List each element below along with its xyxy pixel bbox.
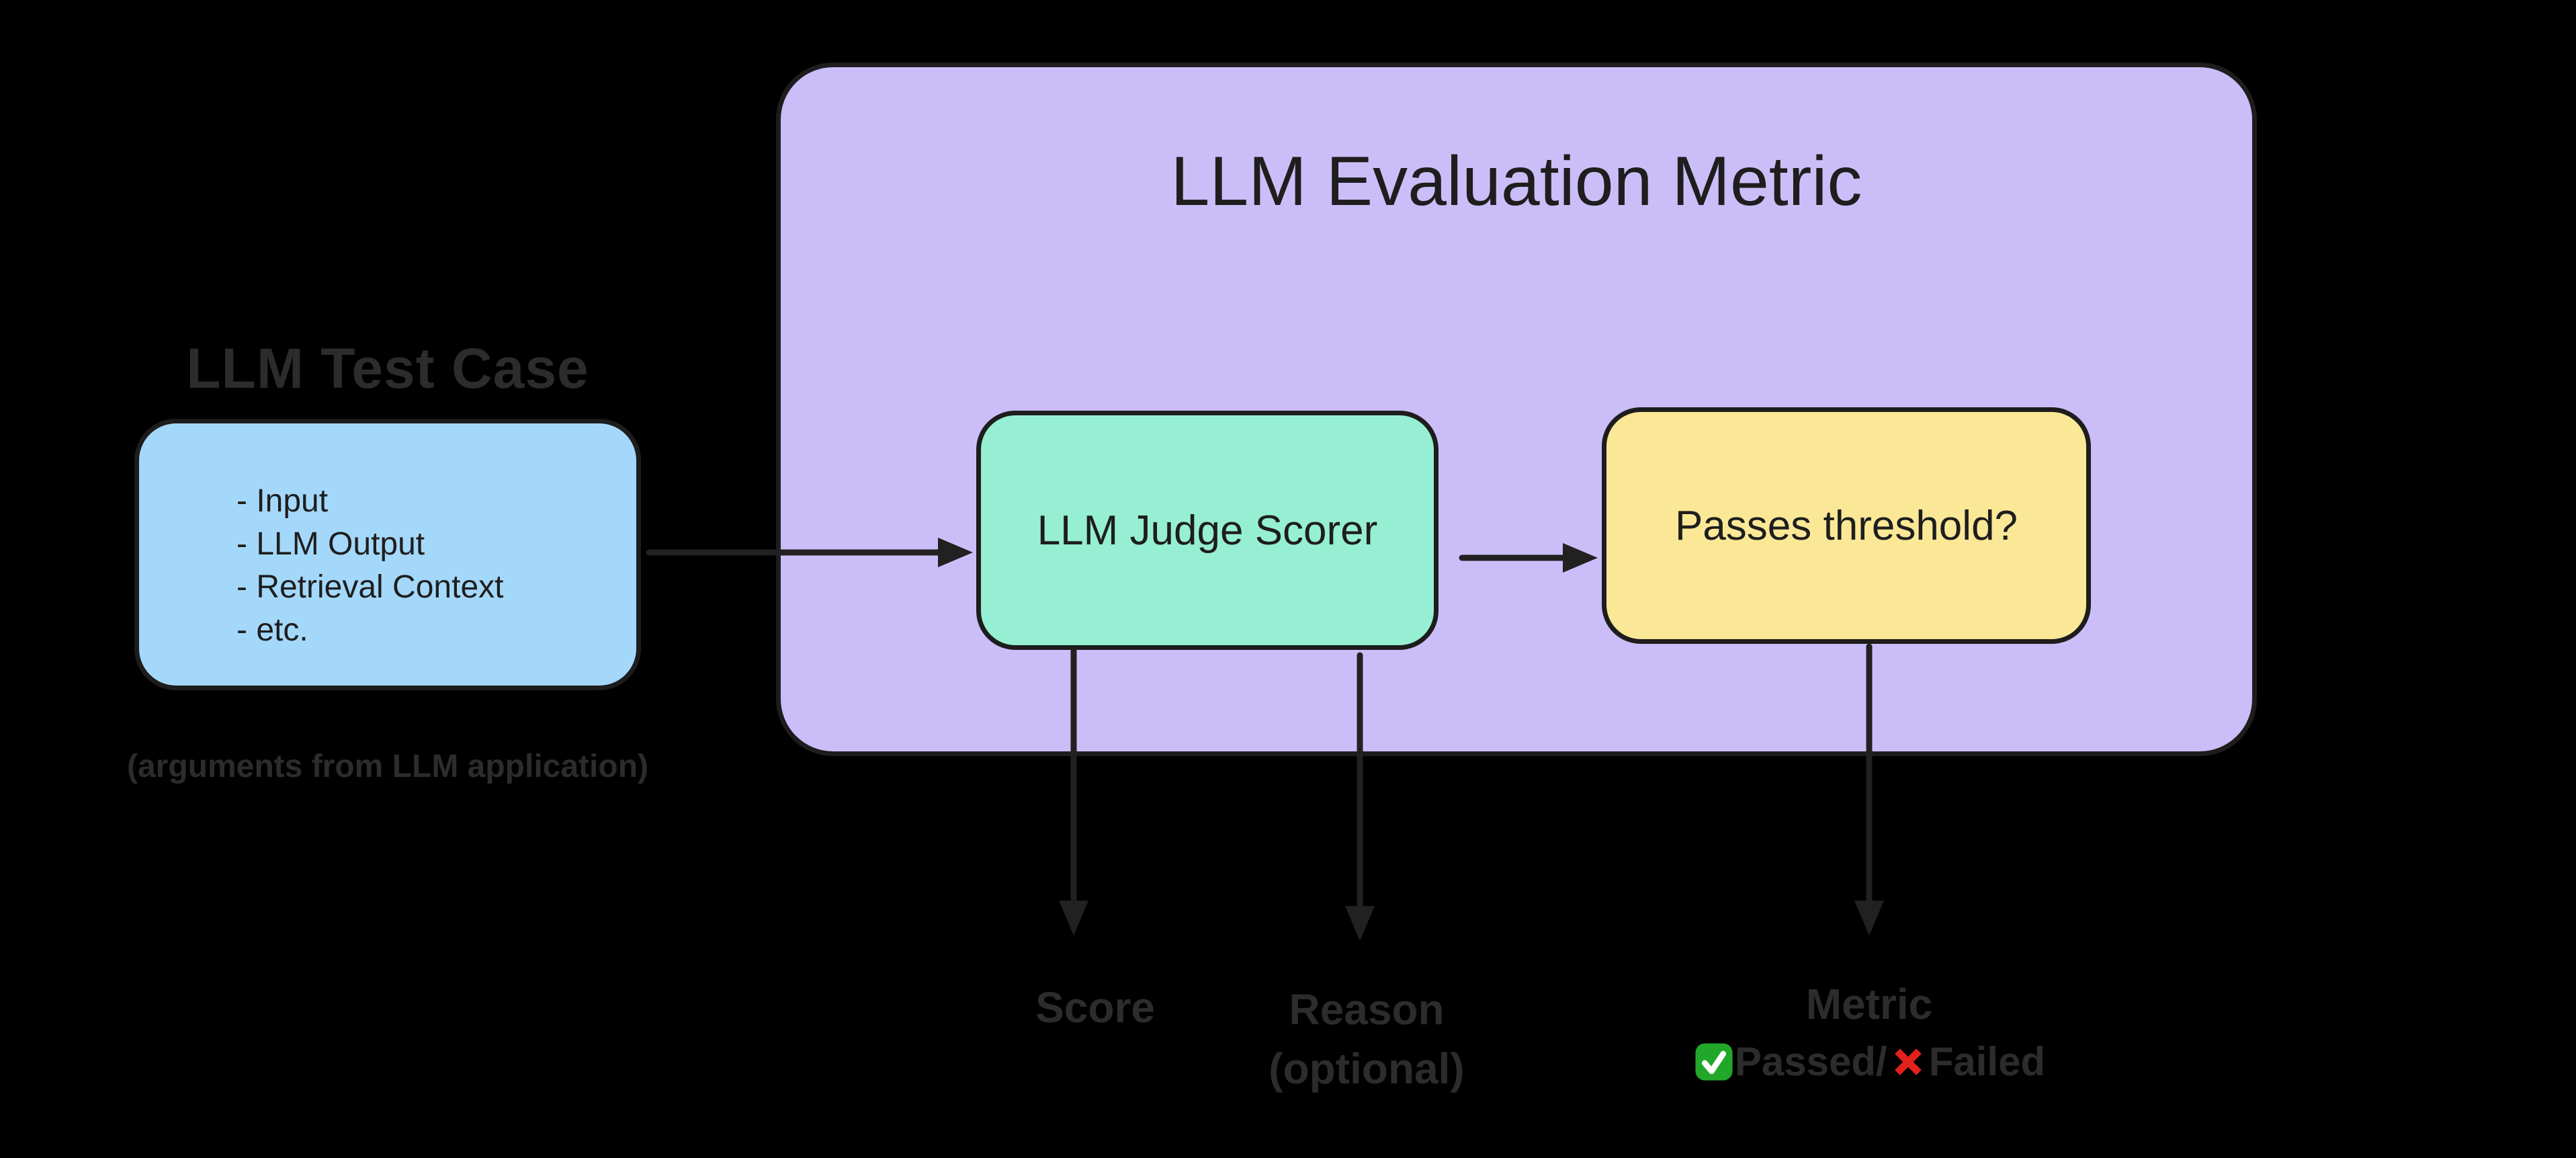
test-case-item: - Retrieval Context <box>237 569 504 605</box>
test-case-box: - Input - LLM Output - Retrieval Context… <box>134 419 641 690</box>
reason-optional-label: (optional) <box>1269 1044 1465 1093</box>
failed-text: Failed <box>1928 1039 2046 1084</box>
check-emoji-icon <box>1695 1043 1733 1081</box>
test-case-item: - Input <box>237 483 329 519</box>
test-case-heading: LLM Test Case <box>186 337 589 400</box>
test-case-item: - etc. <box>237 612 308 648</box>
passed-text: Passed/ <box>1734 1039 1887 1084</box>
test-case-caption: (arguments from LLM application) <box>126 749 648 784</box>
threshold-label: Passes threshold? <box>1674 502 2018 549</box>
reason-label-text: Reason <box>1289 985 1445 1034</box>
metric-result-row: Passed/ Failed <box>1681 1038 2057 1086</box>
reason-label: Reason (optional) <box>1226 980 1508 1098</box>
judge-scorer-label: LLM Judge Scorer <box>1037 507 1378 554</box>
evaluation-metric-title: LLM Evaluation Metric <box>1170 142 1862 220</box>
test-case-item: - LLM Output <box>237 526 425 562</box>
threshold-box: Passes threshold? <box>1602 407 2091 644</box>
cross-emoji-icon <box>1894 1048 1922 1075</box>
metric-output-label: Metric Passed/ Failed <box>1681 980 2057 1086</box>
metric-label-text: Metric <box>1805 980 1933 1028</box>
judge-scorer-box: LLM Judge Scorer <box>976 411 1439 650</box>
score-label: Score <box>1035 983 1155 1032</box>
